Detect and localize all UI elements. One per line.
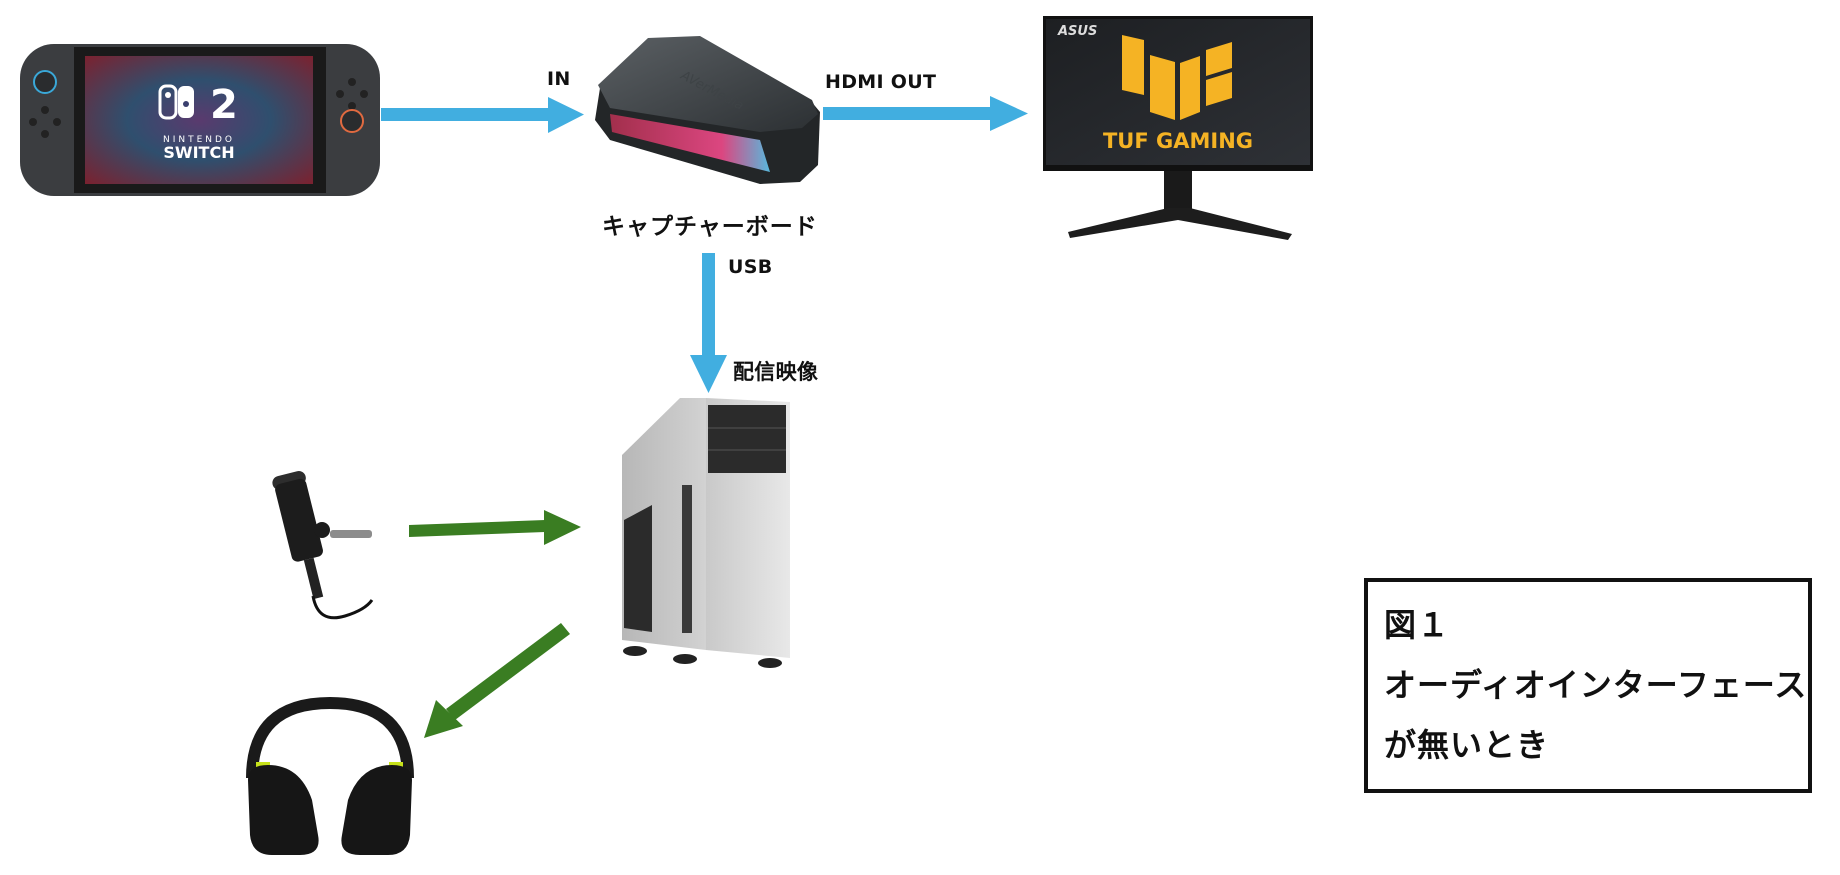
arrow-capture-to-pc <box>690 253 727 393</box>
arrow-console-to-capture <box>381 97 584 133</box>
switch-logo-line2: SWITCH <box>163 143 234 162</box>
switch-logo-line1: NINTENDO <box>163 135 235 145</box>
caption-figure-number: 図１ <box>1384 606 1451 644</box>
figure-caption-box: 図１ オーディオインターフェース が無いとき <box>1364 578 1812 793</box>
arrow-pc-to-headphones <box>424 623 570 738</box>
caption-line-2: オーディオインターフェース <box>1384 666 1808 704</box>
label-capture-board: キャプチャーボード <box>602 214 818 240</box>
monitor-screen-text: TUF GAMING <box>1103 129 1253 153</box>
pc-tower-icon <box>622 398 790 668</box>
monitor-brand: ASUS <box>1057 24 1097 39</box>
label-usb: USB <box>728 256 773 278</box>
switch-logo-number: 2 <box>210 82 238 128</box>
arrow-capture-to-monitor <box>823 96 1028 131</box>
label-stream-video: 配信映像 <box>733 360 819 384</box>
nintendo-switch-icon <box>20 44 380 196</box>
headphones-icon <box>246 696 414 855</box>
monitor-icon <box>1043 16 1313 240</box>
capture-board-icon: AVerMedia <box>595 36 820 184</box>
label-hdmi-out: HDMI OUT <box>825 71 937 93</box>
caption-line-3: が無いとき <box>1384 726 1550 764</box>
label-in: IN <box>547 68 571 90</box>
arrow-mic-to-pc <box>409 510 581 545</box>
microphone-icon <box>272 471 374 620</box>
